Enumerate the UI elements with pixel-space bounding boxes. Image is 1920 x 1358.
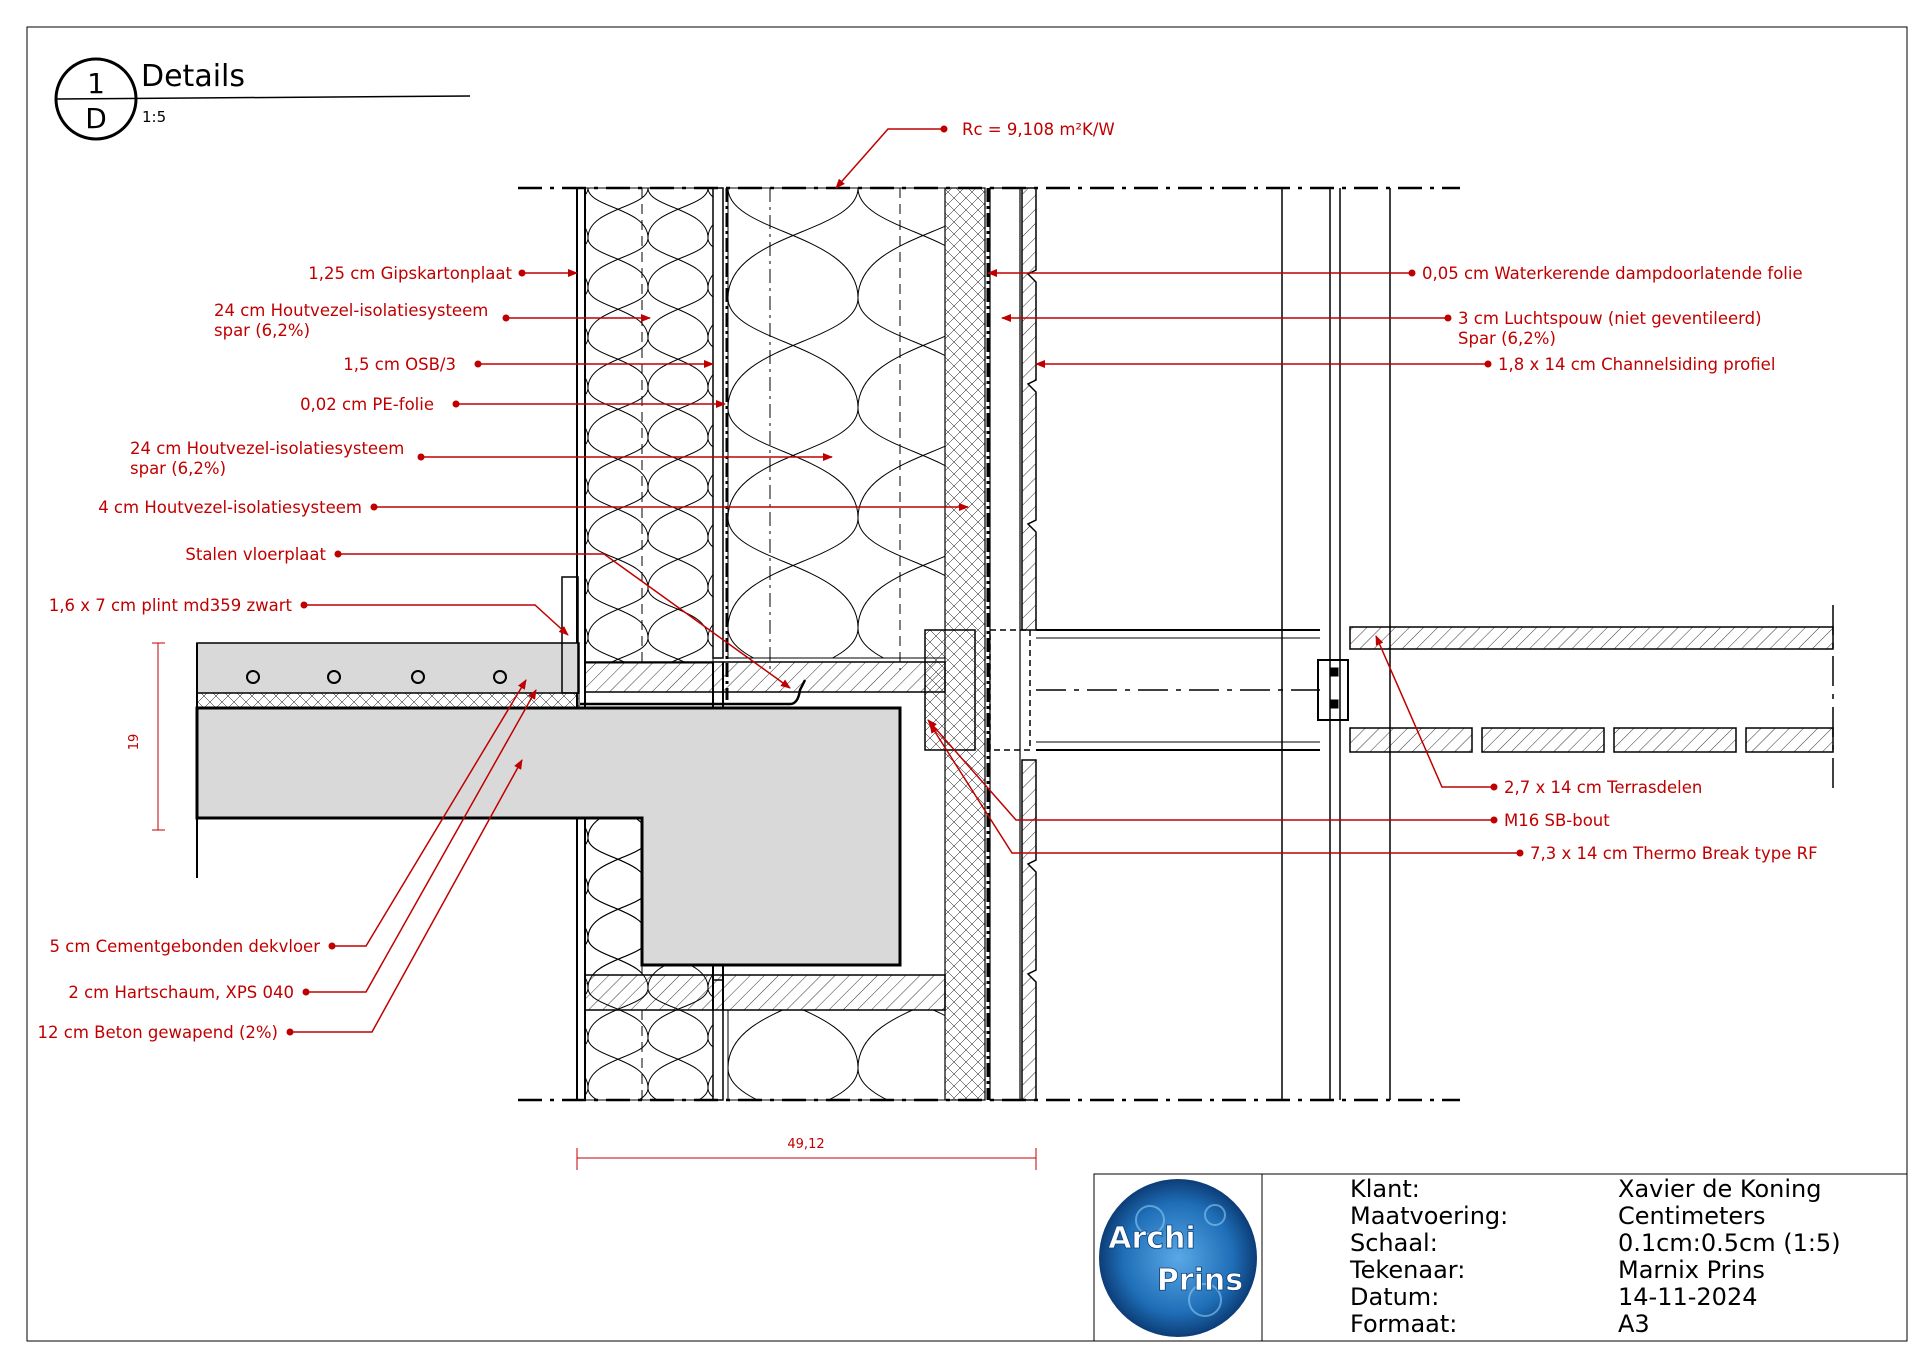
archi-prins-logo: Archi Prins	[1099, 1179, 1257, 1337]
tb-val-datum: 14-11-2024	[1618, 1283, 1757, 1311]
tb-key-tekenaar: Tekenaar:	[1349, 1256, 1465, 1284]
thermo-break	[924, 629, 976, 751]
tb-val-klant: Xavier de Koning	[1618, 1175, 1821, 1203]
label-houtvezel-outer-spar: spar (6,2%)	[130, 459, 226, 478]
beam-connector	[1317, 659, 1349, 721]
tb-val-tekenaar: Marnix Prins	[1618, 1256, 1765, 1284]
wall-section	[152, 186, 1834, 1102]
label-houtvezel-inner: 24 cm Houtvezel-isolatiesysteem	[214, 301, 488, 320]
label-sb-bout: M16 SB-bout	[1504, 811, 1610, 830]
detail-sheet: D	[85, 102, 107, 135]
label-gipskartonplaat: 1,25 cm Gipskartonplaat	[308, 264, 512, 283]
detail-header: 1 D Details 1:5	[54, 57, 471, 141]
xps-insulation	[196, 692, 580, 709]
label-luchtspouw: 3 cm Luchtspouw (niet geventileerd)	[1458, 309, 1762, 328]
floor-band-lower	[584, 974, 946, 1011]
callouts	[286, 125, 1524, 1036]
tb-key-formaat: Formaat:	[1350, 1310, 1457, 1338]
label-dekvloer: 5 cm Cementgebonden dekvloer	[50, 937, 321, 956]
label-houtvezel-outer: 24 cm Houtvezel-isolatiesysteem	[130, 439, 404, 458]
label-terrasdelen: 2,7 x 14 cm Terrasdelen	[1504, 778, 1702, 797]
osb-board	[712, 187, 724, 659]
cement-screed	[196, 642, 580, 694]
callout-labels: Rc = 9,108 m²K/W 1,25 cm Gipskartonplaat…	[38, 120, 1818, 1042]
tb-val-schaal: 0.1cm:0.5cm (1:5)	[1618, 1229, 1841, 1257]
title-block: Archi Prins Klant: Xavier de Koning Maat…	[1093, 1173, 1908, 1342]
label-xps: 2 cm Hartschaum, XPS 040	[68, 983, 294, 1002]
dimensions: 19 49,12	[127, 734, 1037, 1170]
steel-floor-plate	[580, 679, 807, 706]
concrete-slab	[195, 706, 902, 967]
wall-width-dimension: 49,12	[787, 1137, 824, 1152]
tb-key-schaal: Schaal:	[1350, 1229, 1438, 1257]
label-beton: 12 cm Beton gewapend (2%)	[38, 1023, 278, 1042]
label-plint: 1,6 x 7 cm plint md359 zwart	[49, 596, 293, 615]
label-rc-value: Rc = 9,108 m²K/W	[962, 120, 1115, 139]
tb-val-maatvoering: Centimeters	[1618, 1202, 1766, 1230]
label-houtvezel-4cm: 4 cm Houtvezel-isolatiesysteem	[98, 498, 362, 517]
label-luchtspouw-spar: Spar (6,2%)	[1458, 329, 1556, 348]
detail-number: 1	[87, 67, 105, 100]
label-thermo-break: 7,3 x 14 cm Thermo Break type RF	[1530, 844, 1818, 863]
sheet-border	[26, 26, 1908, 1342]
inner-insulation-upper	[584, 187, 714, 664]
label-osb: 1,5 cm OSB/3	[343, 355, 456, 374]
logo-text-archi: Archi	[1108, 1221, 1195, 1256]
air-cavity	[989, 187, 1021, 1101]
label-pe-folie: 0,02 cm PE-folie	[300, 395, 434, 414]
detail-title: Details	[141, 59, 245, 94]
label-stalen-vloerplaat: Stalen vloerplaat	[185, 545, 326, 564]
detail-scale: 1:5	[142, 108, 166, 126]
label-channelsiding: 1,8 x 14 cm Channelsiding profiel	[1498, 355, 1775, 374]
tb-val-formaat: A3	[1618, 1310, 1650, 1338]
tb-key-maatvoering: Maatvoering:	[1350, 1202, 1508, 1230]
tb-key-klant: Klant:	[1350, 1175, 1420, 1203]
outer-insulation-lower	[727, 1009, 946, 1101]
tb-key-datum: Datum:	[1350, 1283, 1439, 1311]
slab-height-dimension: 19	[127, 734, 142, 751]
channel-siding	[1021, 187, 1037, 631]
floor-band-upper	[584, 661, 946, 693]
label-waterkerende-folie: 0,05 cm Waterkerende dampdoorlatende fol…	[1422, 264, 1803, 283]
outer-insulation-upper	[727, 187, 946, 659]
logo-text-prins: Prins	[1157, 1263, 1243, 1298]
label-houtvezel-inner-spar: spar (6,2%)	[214, 321, 310, 340]
terrace-decking	[1349, 626, 1834, 650]
